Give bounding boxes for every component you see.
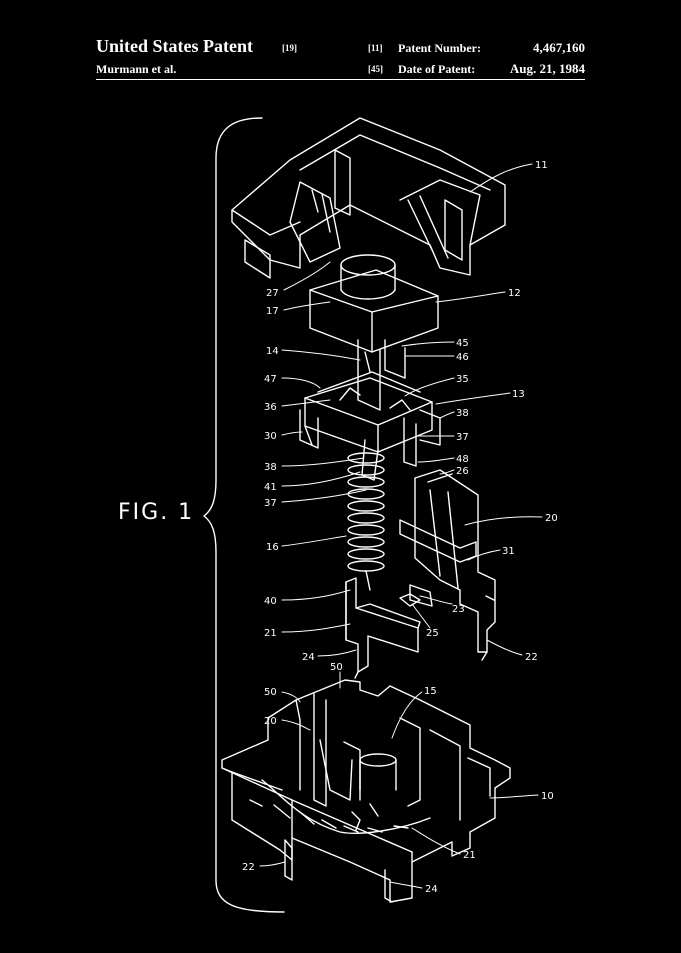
ref-22-lower: 22 bbox=[242, 862, 255, 873]
ref-13: 13 bbox=[512, 389, 525, 400]
ref-21-upper: 21 bbox=[264, 628, 277, 639]
patent-title: United States Patent bbox=[96, 36, 253, 56]
ref-36: 36 bbox=[264, 402, 277, 413]
contact-part-21 bbox=[345, 577, 421, 679]
ref-25: 25 bbox=[426, 628, 439, 639]
stem-housing-part-11 bbox=[231, 117, 506, 279]
ref-24-upper: 24 bbox=[302, 652, 315, 663]
contact-leaf-part-20 bbox=[399, 469, 496, 661]
ref-48: 48 bbox=[456, 454, 469, 465]
leader-lines bbox=[259, 163, 543, 889]
date-code: [45] bbox=[368, 64, 383, 74]
ref-37-lower: 37 bbox=[264, 498, 277, 509]
ref-30: 30 bbox=[264, 431, 277, 442]
ref-14: 14 bbox=[266, 346, 279, 357]
ref-40: 40 bbox=[264, 596, 277, 607]
title-code: [19] bbox=[282, 43, 297, 53]
ref-50-side: 50 bbox=[264, 687, 277, 698]
spring-part-16 bbox=[347, 452, 385, 591]
ref-38-lower: 38 bbox=[264, 462, 277, 473]
figure-label: FIG. 1 bbox=[118, 500, 195, 525]
ref-37-upper: 37 bbox=[456, 432, 469, 443]
upper-housing-part-13 bbox=[299, 371, 441, 481]
header-row-title: United States Patent [19] [11] Patent Nu… bbox=[96, 36, 585, 60]
ref-27: 27 bbox=[266, 288, 279, 299]
header-row-inventor: Murmann et al. [45] Date of Patent: Aug.… bbox=[96, 60, 585, 78]
reference-numerals: 11 27 17 12 14 45 46 47 35 13 36 38 30 3… bbox=[242, 160, 558, 895]
header-rule bbox=[96, 79, 585, 80]
patent-number: 4,467,160 bbox=[533, 40, 585, 55]
number-code: [11] bbox=[368, 43, 383, 53]
ref-12: 12 bbox=[508, 288, 521, 299]
base-housing-part-10 bbox=[221, 679, 511, 903]
ref-22-upper: 22 bbox=[525, 652, 538, 663]
ref-23: 23 bbox=[452, 604, 465, 615]
ref-26: 26 bbox=[456, 466, 469, 477]
ref-35: 35 bbox=[456, 374, 469, 385]
ref-16: 16 bbox=[266, 542, 279, 553]
ref-17: 17 bbox=[266, 306, 279, 317]
ref-45: 45 bbox=[456, 338, 469, 349]
ref-21-lower: 21 bbox=[463, 850, 476, 861]
grouping-brace bbox=[203, 117, 285, 913]
ref-38-upper: 38 bbox=[456, 408, 469, 419]
ref-24-lower: 24 bbox=[425, 884, 438, 895]
ref-15: 15 bbox=[424, 686, 437, 697]
date-label: Date of Patent: bbox=[398, 62, 476, 76]
inventor: Murmann et al. bbox=[96, 62, 177, 76]
ref-47: 47 bbox=[264, 374, 277, 385]
ref-41: 41 bbox=[264, 482, 277, 493]
patent-header: United States Patent [19] [11] Patent Nu… bbox=[96, 36, 585, 78]
ref-20-lower: 20 bbox=[264, 716, 277, 727]
patent-date: Aug. 21, 1984 bbox=[509, 61, 585, 76]
plunger-part-12 bbox=[309, 254, 439, 411]
ref-20-upper: 20 bbox=[545, 513, 558, 524]
number-label: Patent Number: bbox=[398, 41, 481, 55]
ref-46: 46 bbox=[456, 352, 469, 363]
ref-31: 31 bbox=[502, 546, 515, 557]
ref-50-top: 50 bbox=[330, 662, 343, 673]
ref-11: 11 bbox=[535, 160, 548, 171]
ref-10: 10 bbox=[541, 791, 554, 802]
